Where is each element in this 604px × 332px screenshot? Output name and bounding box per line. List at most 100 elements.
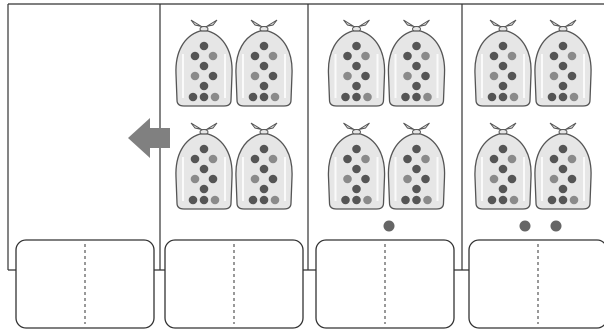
answer-box-3[interactable] bbox=[315, 239, 455, 329]
dot-icon bbox=[341, 92, 350, 102]
dot-icon bbox=[412, 61, 421, 71]
dot-icon bbox=[549, 154, 559, 164]
dot-icon bbox=[190, 51, 200, 61]
dot-icon bbox=[567, 174, 577, 184]
dot-icon bbox=[343, 71, 352, 81]
dot-icon bbox=[412, 195, 421, 205]
dot-icon bbox=[199, 164, 209, 174]
dot-icon bbox=[569, 195, 579, 205]
dot-icon bbox=[352, 81, 361, 91]
dot-icon bbox=[423, 92, 432, 102]
dot-icon bbox=[558, 41, 568, 51]
dot-icon bbox=[270, 195, 280, 205]
dot-icon bbox=[208, 174, 218, 184]
dot-icon bbox=[489, 154, 499, 164]
dot-icon bbox=[412, 144, 421, 154]
dot-icon bbox=[507, 71, 517, 81]
dot-icon bbox=[509, 195, 519, 205]
bag-of-ten-icon bbox=[235, 122, 293, 210]
dot-icon bbox=[498, 195, 508, 205]
dot-icon bbox=[421, 154, 430, 164]
dot-icon bbox=[363, 195, 372, 205]
dot-icon bbox=[268, 51, 278, 61]
dot-icon bbox=[343, 174, 352, 184]
dot-icon bbox=[352, 144, 361, 154]
dot-icon bbox=[558, 164, 568, 174]
panel-4-bags-1-dot bbox=[327, 19, 446, 232]
answer-box-2[interactable] bbox=[164, 239, 304, 329]
dot-icon bbox=[487, 195, 497, 205]
dot-icon bbox=[363, 92, 372, 102]
dot-icon bbox=[361, 71, 370, 81]
bag-of-ten-icon bbox=[534, 122, 592, 210]
dot-icon bbox=[268, 174, 278, 184]
bag-of-ten-icon bbox=[474, 19, 532, 107]
dot-icon bbox=[489, 71, 499, 81]
dot-icon bbox=[208, 71, 218, 81]
dot-icon bbox=[199, 195, 209, 205]
bag-of-ten-icon bbox=[534, 19, 592, 107]
answer-box-4[interactable] bbox=[468, 239, 604, 329]
dot-icon bbox=[361, 51, 370, 61]
dot-icon bbox=[403, 51, 412, 61]
dot-icon bbox=[352, 164, 361, 174]
dot-icon bbox=[199, 92, 209, 102]
dot-icon bbox=[210, 92, 220, 102]
dot-icon bbox=[199, 61, 209, 71]
dot-icon bbox=[412, 81, 421, 91]
dot-icon bbox=[507, 174, 517, 184]
dot-icon bbox=[361, 154, 370, 164]
dot-icon bbox=[412, 92, 421, 102]
dot-icon bbox=[403, 71, 412, 81]
answer-box-1[interactable] bbox=[15, 239, 155, 329]
dot-icon bbox=[248, 92, 258, 102]
dot-icon bbox=[412, 184, 421, 194]
dot-icon bbox=[259, 61, 269, 71]
dot-icon bbox=[259, 81, 269, 91]
dot-icon bbox=[401, 92, 410, 102]
dot-icon bbox=[498, 164, 508, 174]
dot-icon bbox=[268, 154, 278, 164]
dot-icon bbox=[549, 71, 559, 81]
panel-4-bags bbox=[175, 19, 293, 210]
dot-icon bbox=[259, 164, 269, 174]
dot-icon bbox=[412, 164, 421, 174]
dot-icon bbox=[250, 174, 260, 184]
dot-icon bbox=[498, 81, 508, 91]
bag-of-ten-icon bbox=[387, 122, 446, 210]
dot-icon bbox=[343, 51, 352, 61]
dot-icon bbox=[352, 184, 361, 194]
dot-icon bbox=[498, 61, 508, 71]
bag-of-ten-icon bbox=[327, 122, 386, 210]
dot-icon bbox=[190, 174, 200, 184]
dot-icon bbox=[250, 51, 260, 61]
dot-icon bbox=[190, 71, 200, 81]
dot-icon bbox=[558, 61, 568, 71]
dot-icon bbox=[487, 92, 497, 102]
dot-icon bbox=[259, 144, 269, 154]
dot-icon bbox=[188, 195, 198, 205]
dot-icon bbox=[343, 154, 352, 164]
bag-of-ten-icon bbox=[175, 122, 233, 210]
dot-icon bbox=[248, 195, 258, 205]
dot-icon bbox=[352, 195, 361, 205]
dot-icon bbox=[507, 154, 517, 164]
dot-icon bbox=[509, 92, 519, 102]
dot-icon bbox=[567, 154, 577, 164]
dot-icon bbox=[421, 174, 430, 184]
dot-icon bbox=[423, 195, 432, 205]
dot-icon bbox=[259, 41, 269, 51]
dot-icon bbox=[558, 92, 568, 102]
dot-icon bbox=[489, 51, 499, 61]
dot-icon bbox=[352, 61, 361, 71]
dot-icon bbox=[549, 174, 559, 184]
dot-icon bbox=[558, 144, 568, 154]
dot-icon bbox=[421, 71, 430, 81]
dot-icon bbox=[421, 51, 430, 61]
dot-icon bbox=[259, 92, 269, 102]
dot-icon bbox=[558, 195, 568, 205]
dot-icon bbox=[199, 41, 209, 51]
dot-icon bbox=[361, 174, 370, 184]
dot-icon bbox=[352, 92, 361, 102]
